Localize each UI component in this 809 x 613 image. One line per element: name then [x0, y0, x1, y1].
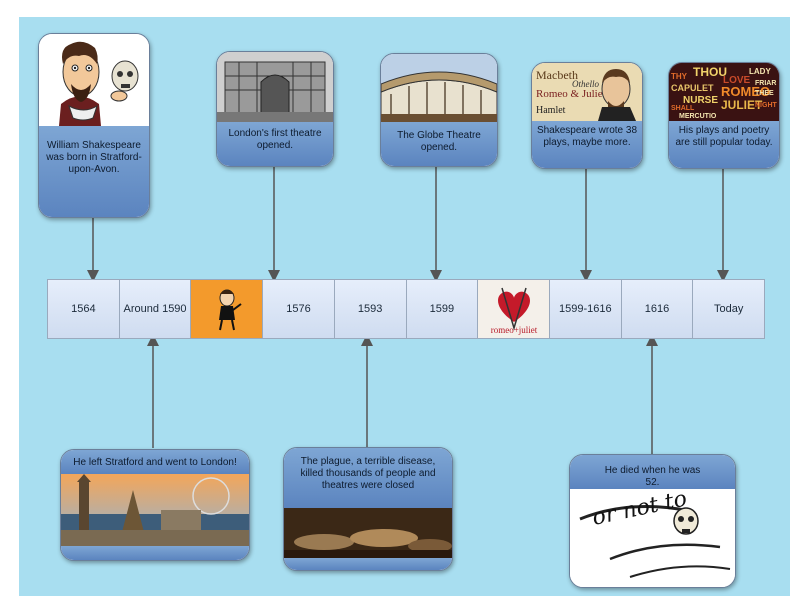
timeline-bar: 1564 Around 1590 1576 1593 1599 romeo+ju…	[47, 279, 765, 339]
word-night: NIGHT	[755, 102, 778, 109]
card-london: He left Stratford and went to London!	[60, 449, 250, 561]
timeline-cell: 1599-1616	[549, 280, 622, 338]
card-band	[61, 546, 249, 560]
timeline-cell: 1599	[406, 280, 479, 338]
word-lady: LADY	[749, 67, 771, 76]
play-title-romeo: Romeo & Juliet	[536, 88, 606, 100]
london-skyline-photo	[61, 474, 249, 546]
globe-theatre-photo	[381, 54, 497, 122]
timeline-cell: Around 1590	[119, 280, 192, 338]
play-title-macbeth: Macbeth	[536, 68, 578, 82]
card-band	[39, 126, 149, 217]
timeline-label: Around 1590	[123, 303, 187, 315]
timeline-label: 1616	[644, 303, 670, 315]
word-cloud-image: THOU THY LADY CAPULET ROMEO JULIET LOVE …	[669, 63, 779, 121]
card-plays: Macbeth Romeo & Juliet Othello Hamlet Sh…	[531, 62, 643, 169]
word-romeo: ROMEO	[721, 84, 770, 99]
play-title-othello: Othello	[572, 79, 599, 89]
timeline-cell-shakespeare	[191, 280, 264, 338]
timeline-label: Today	[714, 303, 744, 315]
word-thou: THOU	[693, 65, 727, 79]
card-today-text: His plays and poetry are still popular t…	[675, 125, 773, 148]
card-theatre: London's first theatre opened.	[216, 51, 334, 167]
word-capulet: CAPULET	[671, 83, 714, 93]
card-band	[669, 121, 779, 168]
card-today: THOU THY LADY CAPULET ROMEO JULIET LOVE …	[668, 62, 780, 169]
timeline-label: 1576	[286, 303, 311, 315]
word-love: LOVE	[723, 75, 751, 86]
plays-collage: Macbeth Romeo & Juliet Othello Hamlet	[532, 63, 642, 121]
card-band	[532, 121, 642, 168]
play-title-hamlet: Hamlet	[536, 105, 566, 116]
card-born: William Shakespeare was born in Stratfor…	[38, 33, 150, 218]
card-band	[284, 448, 452, 508]
card-band	[570, 455, 735, 489]
romeo-logo-text: romeo+juliet	[490, 325, 537, 335]
card-died-text: He died when he was 52.	[604, 465, 701, 488]
card-theatre-text: London's first theatre opened.	[228, 128, 322, 151]
word-friar: FRIAR	[755, 80, 776, 87]
old-theatre-engraving	[217, 52, 333, 122]
shakespeare-cartoon-icon	[218, 289, 242, 331]
card-died: He died when he was 52. or not to	[569, 454, 736, 588]
card-band	[61, 450, 249, 474]
card-band	[381, 122, 497, 166]
timeline-label: 1599-1616	[558, 303, 612, 315]
timeline-label: 1599	[429, 303, 455, 315]
word-nurse: NURSE	[683, 95, 718, 106]
card-globe: The Globe Theatre opened.	[380, 53, 498, 167]
skull-quote-image: or not to	[570, 489, 735, 587]
timeline-label: 1564	[71, 303, 96, 315]
word-juliet: JULIET	[721, 98, 763, 112]
card-globe-text: The Globe Theatre opened.	[397, 130, 481, 153]
plague-painting	[284, 508, 452, 558]
word-thee: THEE	[755, 90, 774, 97]
card-plague-text: The plague, a terrible disease, killed t…	[300, 456, 436, 491]
card-band	[284, 558, 452, 570]
timeline-cell: 1576	[263, 280, 335, 338]
timeline-cell: 1564	[48, 280, 120, 338]
timeline-label: 1593	[357, 303, 383, 315]
timeline-cell: 1593	[334, 280, 407, 338]
word-mercutio: MERCUTIO	[679, 113, 717, 120]
card-band	[217, 122, 333, 166]
word-thy: THY	[671, 72, 688, 81]
card-plays-text: Shakespeare wrote 38 plays, maybe more.	[536, 125, 638, 148]
timeline-cell-romeo-juliet: romeo+juliet	[478, 280, 550, 338]
card-london-text: He left Stratford and went to London!	[73, 457, 237, 468]
timeline-cell: 1616	[621, 280, 694, 338]
shakespeare-skull-illustration	[39, 34, 149, 126]
romeo-juliet-logo: romeo+juliet	[490, 287, 537, 335]
card-born-text: William Shakespeare was born in Stratfor…	[46, 140, 142, 175]
card-plague: The plague, a terrible disease, killed t…	[283, 447, 453, 571]
timeline-cell: Today	[693, 280, 765, 338]
word-shall: SHALL	[671, 105, 695, 112]
